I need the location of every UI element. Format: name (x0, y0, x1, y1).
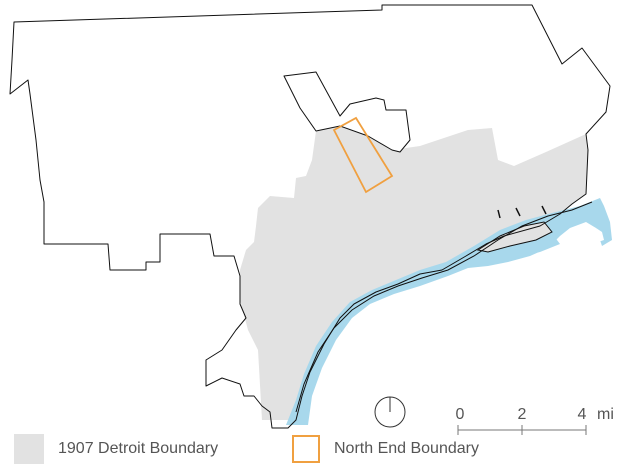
pier-1 (497, 209, 501, 219)
legend-swatch-north-end (292, 435, 320, 463)
belle-isle (476, 222, 552, 252)
north-end-boundary (332, 116, 394, 194)
scale-label-2: 2 (518, 406, 527, 423)
north-arrow-icon (374, 396, 406, 428)
enclave-boundary (283, 71, 411, 153)
legend-item-1907-detroit: 1907 Detroit Boundary (14, 432, 218, 466)
map-legend: 1907 Detroit Boundary North End Boundary (0, 432, 629, 466)
scale-bar: 0 2 4 mi (456, 406, 614, 435)
detroit-river (286, 198, 612, 425)
scale-unit-label: mi (597, 406, 614, 423)
legend-swatch-1907-detroit (14, 434, 44, 464)
scale-label-4: 4 (578, 406, 587, 423)
detroit-city-boundary (9, 4, 611, 429)
legend-item-north-end: North End Boundary (292, 432, 479, 466)
belle-isle-outline (476, 221, 553, 253)
shoreline (295, 201, 593, 413)
river-channel-south (468, 234, 560, 262)
legend-label-1907-detroit: 1907 Detroit Boundary (58, 440, 219, 457)
scale-label-0: 0 (456, 406, 465, 423)
pier-3 (541, 205, 547, 215)
peche-island (596, 228, 604, 242)
legend-label-north-end: North End Boundary (334, 440, 479, 457)
pier-2 (515, 207, 521, 217)
